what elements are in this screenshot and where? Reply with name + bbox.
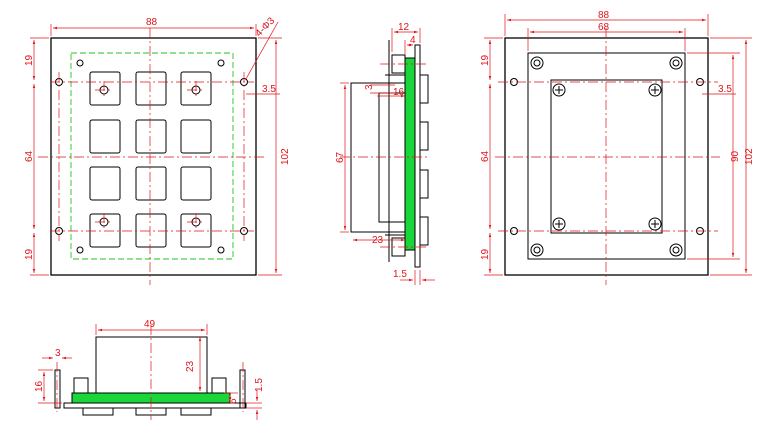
front-hole-label: 4-Φ3 bbox=[254, 15, 278, 39]
rear-pcb-outline bbox=[527, 52, 686, 260]
rear-center-lines bbox=[495, 28, 720, 285]
rear-dimensions: 88 68 19 64 19 3.5 90 102 bbox=[480, 10, 755, 276]
side-pcb-label: 4 bbox=[410, 35, 416, 46]
rear-pitch-label: 64 bbox=[480, 150, 491, 162]
front-key bbox=[135, 213, 167, 248]
rear-nut bbox=[669, 243, 683, 257]
rear-inner-height-label: 90 bbox=[730, 150, 741, 162]
bottom-standoff-label: 16 bbox=[34, 380, 45, 392]
rear-nut bbox=[530, 56, 544, 70]
pcb-screw bbox=[76, 59, 84, 67]
front-view: 88 4-Φ3 19 64 19 102 3.5 bbox=[24, 15, 291, 285]
bottom-pcb-label: 6 bbox=[228, 398, 239, 404]
rear-mount-holes bbox=[510, 78, 704, 235]
front-width-label: 88 bbox=[146, 17, 158, 28]
pcb-screw bbox=[76, 246, 84, 254]
side-standoff-label: 16 bbox=[393, 87, 405, 98]
front-mount-holes bbox=[55, 59, 248, 254]
front-key bbox=[180, 119, 212, 154]
phillips-screw-icon bbox=[648, 83, 662, 97]
bottom-center-lines bbox=[56, 325, 244, 420]
bottom-front-plate bbox=[63, 402, 247, 409]
side-center-lines bbox=[340, 63, 428, 248]
front-bottom-margin-label: 19 bbox=[24, 248, 35, 260]
bottom-nut bbox=[211, 377, 227, 394]
side-keycap bbox=[419, 121, 429, 151]
side-keycap bbox=[419, 169, 429, 199]
phillips-screw-icon bbox=[552, 217, 566, 231]
rear-width-label: 88 bbox=[598, 10, 610, 21]
bottom-body-width-label: 49 bbox=[144, 319, 156, 330]
bottom-stud-label: 3 bbox=[55, 348, 61, 359]
front-key bbox=[89, 71, 121, 106]
rear-screws bbox=[552, 83, 662, 231]
front-height-label: 102 bbox=[280, 148, 291, 165]
front-key bbox=[180, 166, 212, 201]
front-key bbox=[89, 213, 121, 248]
front-key bbox=[180, 71, 212, 106]
rear-view: 88 68 19 64 19 3.5 90 102 bbox=[480, 10, 755, 285]
rear-bottom-margin-label: 19 bbox=[480, 248, 491, 260]
pcb-screw bbox=[217, 59, 225, 67]
front-top-margin-label: 19 bbox=[24, 54, 35, 66]
pcb-screw bbox=[217, 246, 225, 254]
phillips-screw-icon bbox=[648, 217, 662, 231]
bottom-keycap bbox=[180, 407, 212, 416]
rear-nut bbox=[530, 243, 544, 257]
phillips-screw-icon bbox=[552, 83, 566, 97]
front-key bbox=[135, 119, 167, 154]
rear-height-label: 102 bbox=[744, 148, 755, 165]
bottom-dimensions: 49 3 16 23 6 1.5 bbox=[34, 319, 265, 420]
side-keycap bbox=[419, 216, 429, 246]
bottom-stud bbox=[239, 369, 246, 409]
side-front-plate bbox=[414, 44, 421, 268]
side-keycap bbox=[419, 74, 429, 104]
bottom-key-caps bbox=[82, 407, 212, 416]
side-plate-label: 1.5 bbox=[393, 269, 407, 280]
bottom-standoffs bbox=[54, 369, 246, 409]
rear-nuts bbox=[530, 56, 683, 257]
rear-edge-offset-label: 3.5 bbox=[718, 84, 732, 95]
front-guide-outline bbox=[70, 52, 234, 260]
side-key-block bbox=[378, 92, 408, 223]
front-dimensions: 88 4-Φ3 19 64 19 102 3.5 bbox=[24, 15, 291, 276]
side-thickness-label: 12 bbox=[398, 22, 410, 33]
side-dimensions: 12 4 3 16 67 23 1.5 bbox=[335, 22, 435, 285]
bottom-depth-label: 23 bbox=[185, 360, 196, 372]
rear-plate-outline bbox=[504, 37, 709, 276]
bottom-plate-label: 1.5 bbox=[254, 378, 265, 392]
side-stud-label: 3 bbox=[364, 84, 375, 90]
side-standoffs bbox=[385, 40, 406, 262]
front-plate-outline bbox=[50, 37, 257, 276]
rear-nut bbox=[669, 56, 683, 70]
rear-module-outline bbox=[550, 79, 663, 234]
front-edge-offset-label: 3.5 bbox=[262, 84, 276, 95]
bottom-nut bbox=[73, 377, 89, 394]
front-key bbox=[135, 166, 167, 201]
front-key bbox=[135, 71, 167, 106]
side-pcb bbox=[404, 57, 416, 251]
rear-nut bbox=[533, 59, 541, 67]
rear-nut bbox=[533, 246, 541, 254]
bottom-view: 49 3 16 23 6 1.5 bbox=[34, 319, 265, 420]
bottom-stud bbox=[54, 369, 61, 409]
front-pitch-label: 64 bbox=[24, 150, 35, 162]
rear-nut bbox=[672, 246, 680, 254]
front-center-lines bbox=[38, 28, 265, 285]
side-depth-label: 23 bbox=[372, 235, 384, 246]
front-key bbox=[89, 166, 121, 201]
side-view: 12 4 3 16 67 23 1.5 bbox=[335, 22, 435, 285]
front-key bbox=[89, 119, 121, 154]
bottom-keycap bbox=[82, 407, 114, 416]
side-key-caps bbox=[419, 74, 429, 246]
rear-nut bbox=[672, 59, 680, 67]
rear-top-margin-label: 19 bbox=[480, 54, 491, 66]
rear-inner-width-label: 68 bbox=[598, 22, 610, 33]
side-body-height-label: 67 bbox=[335, 151, 346, 163]
front-key-grid bbox=[89, 71, 212, 248]
